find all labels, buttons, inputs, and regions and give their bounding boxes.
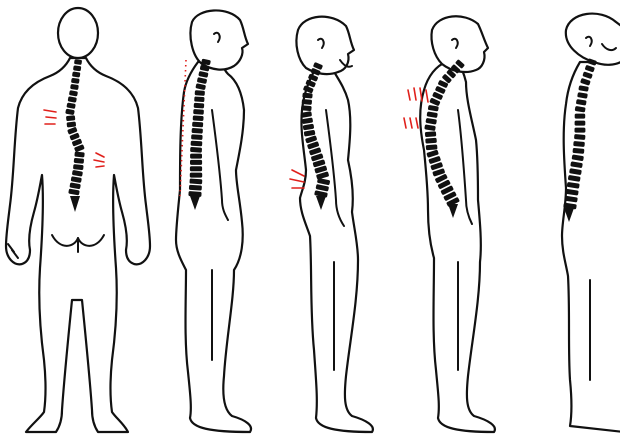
head: [58, 8, 98, 58]
vertebra: [190, 166, 202, 171]
vertebra: [574, 134, 586, 140]
vertebra: [190, 147, 202, 153]
figure-normal: [562, 14, 620, 432]
vertebra: [192, 128, 203, 134]
vertebra: [301, 105, 312, 111]
vertebra: [189, 185, 202, 191]
vertebra: [74, 158, 84, 164]
vertebra: [425, 131, 436, 137]
head: [566, 14, 620, 65]
vertebra: [192, 122, 203, 128]
figure-flat-back: [176, 10, 251, 432]
vertebra: [193, 109, 204, 115]
vertebra: [190, 160, 202, 165]
vertebra: [194, 96, 204, 102]
vertebra: [302, 99, 313, 105]
vertebra: [575, 121, 586, 126]
vertebra: [66, 115, 75, 121]
vertebra: [73, 164, 84, 170]
vertebra: [572, 148, 584, 154]
figure-back-view: [6, 8, 150, 432]
vertebra: [190, 154, 202, 159]
vertebra: [575, 128, 586, 133]
vertebra: [189, 178, 202, 184]
vertebra: [302, 93, 312, 99]
pain-marks-lower-back: [290, 170, 304, 188]
figure-lordosis: [290, 17, 373, 432]
vertebra: [425, 138, 437, 144]
vertebra: [193, 115, 204, 121]
vertebra: [426, 144, 438, 150]
vertebra: [74, 152, 84, 158]
vertebra: [573, 141, 585, 147]
vertebra: [191, 141, 203, 147]
vertebra: [67, 122, 77, 128]
vertebra: [575, 114, 586, 119]
vertebra: [194, 103, 205, 109]
figure-kyphosis: [404, 16, 495, 432]
vertebra: [195, 90, 205, 96]
vertebra: [191, 134, 203, 140]
body-outline: [420, 62, 495, 432]
vertebra: [190, 173, 202, 178]
